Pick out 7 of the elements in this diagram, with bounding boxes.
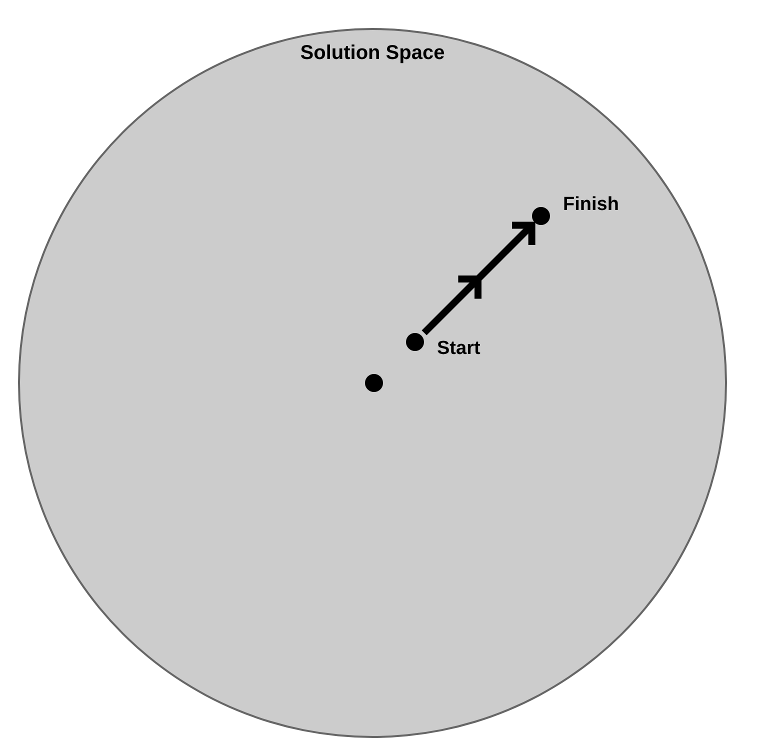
point-label: Finish	[563, 194, 619, 216]
arrow	[422, 222, 536, 336]
dot	[406, 333, 424, 351]
dot	[532, 207, 550, 225]
dot	[365, 374, 383, 392]
region-title: Solution Space	[300, 42, 445, 65]
point-label: Start	[437, 338, 480, 360]
